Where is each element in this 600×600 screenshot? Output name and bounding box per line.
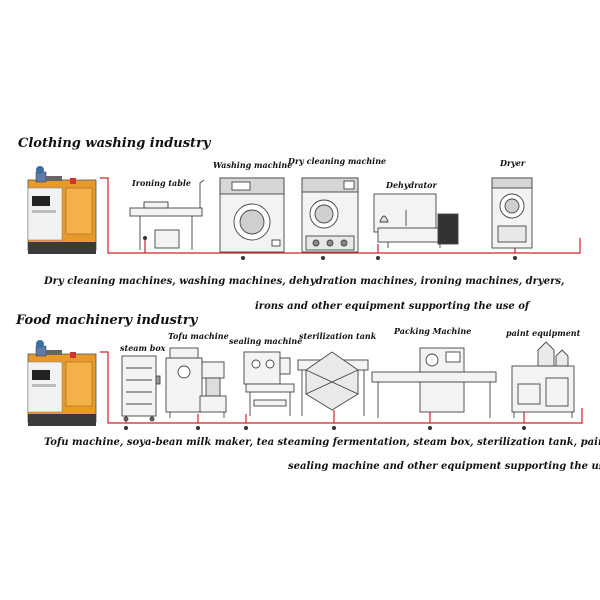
label-packing-machine: Packing Machine <box>394 326 472 336</box>
label-tofu-machine: Tofu machine <box>168 331 229 341</box>
caption-food-line1: Tofu machine, soya-bean milk maker, tea … <box>44 437 600 448</box>
caption-clothing-line1: Dry cleaning machines, washing machines,… <box>44 276 565 287</box>
dehydrator-illustration <box>373 193 459 248</box>
label-steam-box: steam box <box>120 343 166 353</box>
pipe-valves-1 <box>143 236 517 260</box>
label-ironing-table: Ironing table <box>132 178 191 188</box>
caption-food-line2: sealing machine and other equipment supp… <box>288 461 600 472</box>
dryer-illustration <box>491 177 533 249</box>
ironing-table-illustration <box>129 179 205 250</box>
washing-machine-illustration <box>219 177 285 253</box>
section-title-clothing: Clothing washing industry <box>18 136 211 151</box>
label-dry-cleaning-machine: Dry cleaning machine <box>288 156 387 166</box>
tofu-machine-illustration <box>165 347 227 418</box>
label-paint-equipment: paint equipment <box>506 328 581 338</box>
steam-boiler-2 <box>27 340 97 426</box>
label-dehydrator: Dehydrator <box>386 180 437 190</box>
label-dryer: Dryer <box>500 158 526 168</box>
pipe-valves-2 <box>124 426 526 430</box>
steam-box-illustration <box>121 355 161 422</box>
dry-cleaning-machine-illustration <box>301 177 359 253</box>
paint-equipment-illustration <box>511 341 575 418</box>
steam-boiler-1 <box>27 166 97 254</box>
label-sealing-machine: sealing machine <box>229 336 303 346</box>
sterilization-tank-illustration <box>297 351 369 416</box>
label-sterilization-tank: sterilization tank <box>299 331 377 341</box>
caption-clothing-line2: irons and other equipment supporting the… <box>255 301 530 312</box>
packing-machine-illustration <box>371 347 497 418</box>
sealing-machine-illustration <box>243 351 295 416</box>
label-washing-machine: Washing machine <box>213 160 293 170</box>
section-title-food: Food machinery industry <box>16 313 198 328</box>
